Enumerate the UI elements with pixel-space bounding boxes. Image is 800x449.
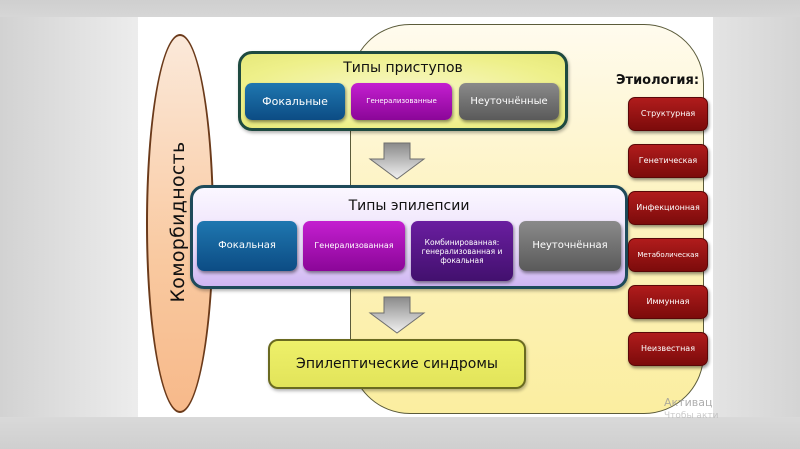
- slide-canvas: Коморбидность Типы приступов Фокальные Г…: [138, 17, 713, 417]
- epilepsy-type-unknown: Неуточнённая: [519, 221, 621, 271]
- arrow-down-icon: [368, 296, 426, 334]
- activation-watermark-subtext: Чтобы акти: [664, 411, 719, 421]
- seizure-types-title: Типы приступов: [343, 60, 463, 76]
- epilepsy-type-combined: Комбинированная: генерализованная и фока…: [411, 221, 513, 281]
- seizure-type-unknown: Неуточнённые: [459, 83, 559, 120]
- epilepsy-types-box: Типы эпилепсии Фокальная Генерализованна…: [190, 185, 628, 289]
- epilepsy-type-focal: Фокальная: [197, 221, 297, 271]
- seizure-types-box: Типы приступов Фокальные Генерализованны…: [238, 51, 568, 131]
- arrow-down-icon: [368, 142, 426, 180]
- seizure-type-generalized: Генерализованные: [351, 83, 452, 120]
- activation-watermark: Активац: [664, 396, 713, 409]
- epileptic-syndromes-box: Эпилептические синдромы: [268, 339, 526, 389]
- etiology-item-immune: Иммунная: [628, 285, 708, 319]
- etiology-item-infectious: Инфекционная: [628, 191, 708, 225]
- seizure-type-focal: Фокальные: [245, 83, 345, 120]
- etiology-title: Этиология:: [616, 73, 700, 88]
- comorbidity-label: Коморбидность: [167, 141, 189, 303]
- epilepsy-type-generalized: Генерализованная: [303, 221, 405, 271]
- epilepsy-types-title: Типы эпилепсии: [348, 198, 470, 214]
- etiology-item-genetic: Генетическая: [628, 144, 708, 178]
- etiology-item-structural: Структурная: [628, 97, 708, 131]
- bottom-background-band: [0, 417, 800, 449]
- top-background-band: [0, 0, 800, 17]
- etiology-item-metabolic: Метаболическая: [628, 238, 708, 272]
- etiology-item-unknown: Неизвестная: [628, 332, 708, 366]
